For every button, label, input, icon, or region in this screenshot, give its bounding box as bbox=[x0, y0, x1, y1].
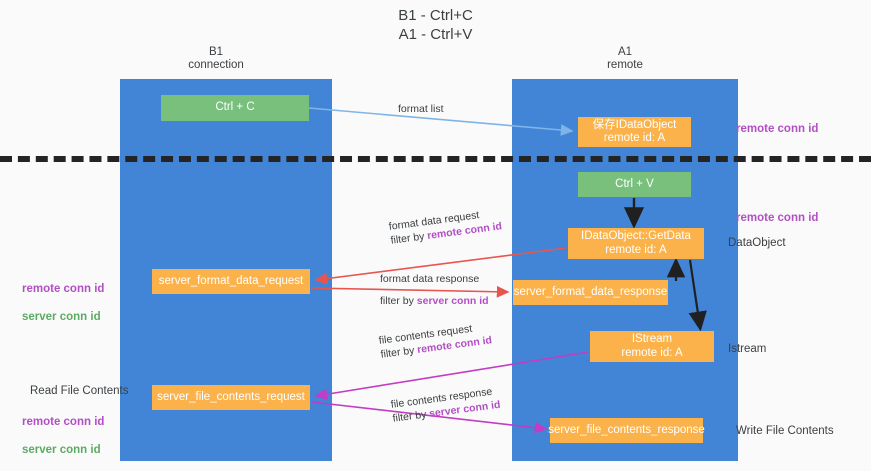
annotation-read-file-contents: Read File Contents bbox=[30, 385, 129, 397]
annotation-write-file-contents: Write File Contents bbox=[736, 425, 834, 437]
edge-label-format-data-response: format data response filter by server co… bbox=[380, 272, 489, 308]
lane-header-b1: B1 connection bbox=[188, 46, 244, 71]
annotation-left-server-conn-id-2: server conn id bbox=[22, 444, 101, 456]
annotation-remote-conn-id-top: remote conn id bbox=[736, 123, 819, 135]
box-istream[interactable]: IStream remote id: A bbox=[590, 331, 714, 362]
box-ctrl-c[interactable]: Ctrl + C bbox=[161, 95, 309, 121]
edge-format-data-request bbox=[314, 247, 567, 285]
edge-getdata-istream bbox=[688, 259, 707, 332]
edge-file-contents-request bbox=[314, 351, 589, 401]
annotation-left-conn-ids-1: remote conn id server conn id bbox=[22, 268, 104, 338]
annotation-remote-conn-id-mid: remote conn id bbox=[736, 212, 819, 224]
box-server-format-data-request[interactable]: server_format_data_request bbox=[152, 269, 310, 294]
annotation-left-conn-ids-2: remote conn id server conn id bbox=[22, 401, 104, 471]
edge-label-prefix: filter by bbox=[380, 295, 417, 307]
box-ctrl-v[interactable]: Ctrl + V bbox=[578, 172, 691, 197]
annotation-left-remote-conn-id-1: remote conn id bbox=[22, 283, 105, 295]
edge-file-contents-response bbox=[311, 401, 548, 434]
page-title: B1 - Ctrl+C A1 - Ctrl+V bbox=[398, 7, 473, 43]
edge-label-line2: filter by server conn id bbox=[380, 294, 489, 308]
box-server-file-contents-request[interactable]: server_file_contents_request bbox=[152, 385, 310, 410]
box-server-format-data-response[interactable]: server_format_data_response bbox=[513, 280, 668, 305]
edge-format-list bbox=[308, 107, 574, 136]
box-server-file-contents-response[interactable]: server_file_contents_response bbox=[548, 418, 705, 443]
annotation-left-remote-conn-id-2: remote conn id bbox=[22, 416, 105, 428]
annotation-left-server-conn-id-1: server conn id bbox=[22, 311, 101, 323]
edge-format-data-response bbox=[310, 285, 510, 298]
annotation-istream: Istream bbox=[728, 343, 767, 355]
lane-header-a1: A1 remote bbox=[607, 46, 643, 71]
box-idataobject[interactable]: 保存IDataObject remote id: A bbox=[578, 117, 691, 147]
edge-label-format-list: format list bbox=[398, 103, 444, 115]
annotation-dataobject: DataObject bbox=[728, 237, 786, 249]
edge-label-line1: format data response bbox=[380, 273, 480, 285]
box-idataobject-getdata[interactable]: IDataObject::GetData remote id: A bbox=[568, 228, 704, 259]
phase-divider bbox=[0, 156, 871, 162]
edge-label-key: server conn id bbox=[416, 295, 489, 307]
